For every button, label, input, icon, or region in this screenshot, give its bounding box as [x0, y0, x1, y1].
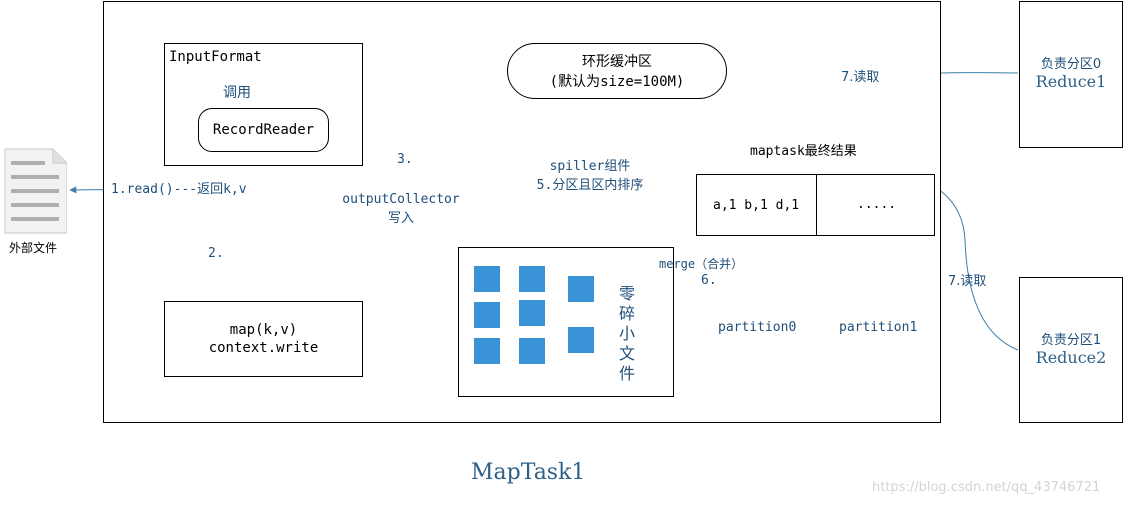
- record-reader-label: RecordReader: [212, 122, 315, 138]
- output-collector-line1: outputCollector: [342, 192, 460, 207]
- watermark: https://blog.csdn.net/qq_43746721: [872, 480, 1101, 495]
- call-label: 调用: [223, 85, 251, 101]
- reduce1-line1: 负责分区0: [1040, 57, 1102, 72]
- fragment-square: [519, 338, 545, 364]
- fragment-square: [474, 266, 500, 292]
- step1-label: 1.read()---返回k,v: [111, 182, 247, 197]
- ring-buffer: 环形缓冲区 (默认为size=100M): [507, 43, 727, 99]
- spiller-line2: 5.分区且区内排序: [536, 178, 644, 193]
- fragment-square: [568, 327, 594, 353]
- fragment-square: [519, 300, 545, 326]
- map-box: map(k,v) context.write: [164, 301, 363, 377]
- fragment-square: [474, 338, 500, 364]
- merge-step: 6.: [701, 273, 717, 288]
- reduce1-box: 负责分区0 Reduce1: [1019, 1, 1123, 148]
- final-result-divider: [816, 175, 817, 235]
- reduce2-read-label: 7.读取: [948, 274, 987, 289]
- fragment-square: [568, 276, 594, 302]
- document-icon: [4, 148, 67, 234]
- fragment-square: [519, 266, 545, 292]
- fragments-label: 零碎小文件: [619, 284, 636, 383]
- fragments-box: 零碎小文件: [458, 247, 674, 397]
- ring-buffer-line2: (默认为size=100M): [549, 74, 685, 90]
- task-title: MapTask1: [471, 460, 586, 485]
- final-result-box: a,1 b,1 d,1 .....: [696, 174, 935, 236]
- reduce1-read-label: 7.读取: [841, 70, 880, 85]
- map-line1: map(k,v): [229, 322, 298, 338]
- reduce1-line2: Reduce1: [1035, 72, 1107, 91]
- spiller-label: spiller组件 5.分区且区内排序: [520, 155, 660, 193]
- input-format-title: InputFormat: [169, 49, 262, 65]
- step3-label: 3.: [397, 152, 413, 167]
- step2-label: 2.: [208, 246, 224, 261]
- merge-label: merge（合并）: [659, 257, 744, 271]
- fragment-square: [474, 302, 500, 328]
- ring-buffer-line1: 环形缓冲区: [582, 54, 652, 70]
- reduce2-box: 负责分区1 Reduce2: [1019, 277, 1123, 423]
- final-result-cell1: a,1 b,1 d,1: [713, 198, 800, 213]
- output-collector-line2: 写入: [387, 211, 414, 226]
- spiller-line1: spiller组件: [549, 159, 631, 174]
- map-line2: context.write: [208, 340, 319, 356]
- reduce2-line2: Reduce2: [1035, 348, 1107, 367]
- output-collector-label: outputCollector 写入: [336, 192, 466, 226]
- partition0-label: partition0: [718, 320, 797, 335]
- final-result-cell2: .....: [857, 197, 897, 212]
- final-result-title: maptask最终结果: [750, 144, 857, 159]
- reduce2-line1: 负责分区1: [1040, 333, 1102, 348]
- record-reader-box: RecordReader: [198, 108, 329, 152]
- external-file-label: 外部文件: [9, 241, 58, 255]
- partition1-label: partition1: [839, 320, 918, 335]
- external-file: 外部文件: [3, 147, 67, 257]
